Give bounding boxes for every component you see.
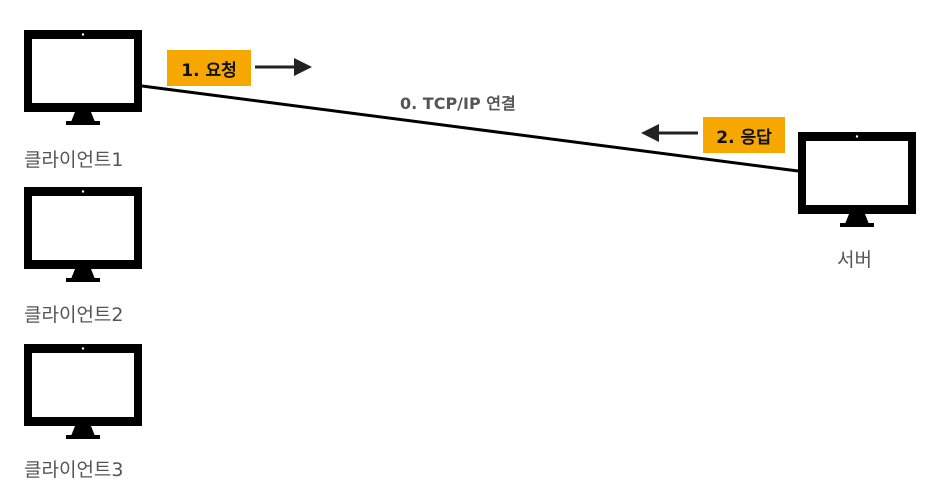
client-3-label: 클라이언트3 bbox=[24, 459, 124, 481]
client-1-monitor-icon bbox=[24, 30, 142, 125]
response-step-badge: 2. 응답 bbox=[703, 117, 785, 153]
response-arrow-icon bbox=[641, 124, 698, 142]
client-3-monitor-icon bbox=[24, 344, 142, 439]
server-label: 서버 bbox=[837, 249, 872, 271]
client-2-label: 클라이언트2 bbox=[24, 304, 124, 326]
client-2-monitor-icon bbox=[24, 187, 142, 282]
server-monitor-icon bbox=[798, 132, 916, 227]
client-1-label: 클라이언트1 bbox=[24, 149, 124, 171]
tcp-ip-connection-label: 0. TCP/IP 연결 bbox=[400, 94, 516, 113]
request-arrow-icon bbox=[255, 58, 312, 76]
tcp-ip-connection-line bbox=[141, 84, 799, 173]
request-step-badge: 1. 요청 bbox=[167, 50, 251, 86]
